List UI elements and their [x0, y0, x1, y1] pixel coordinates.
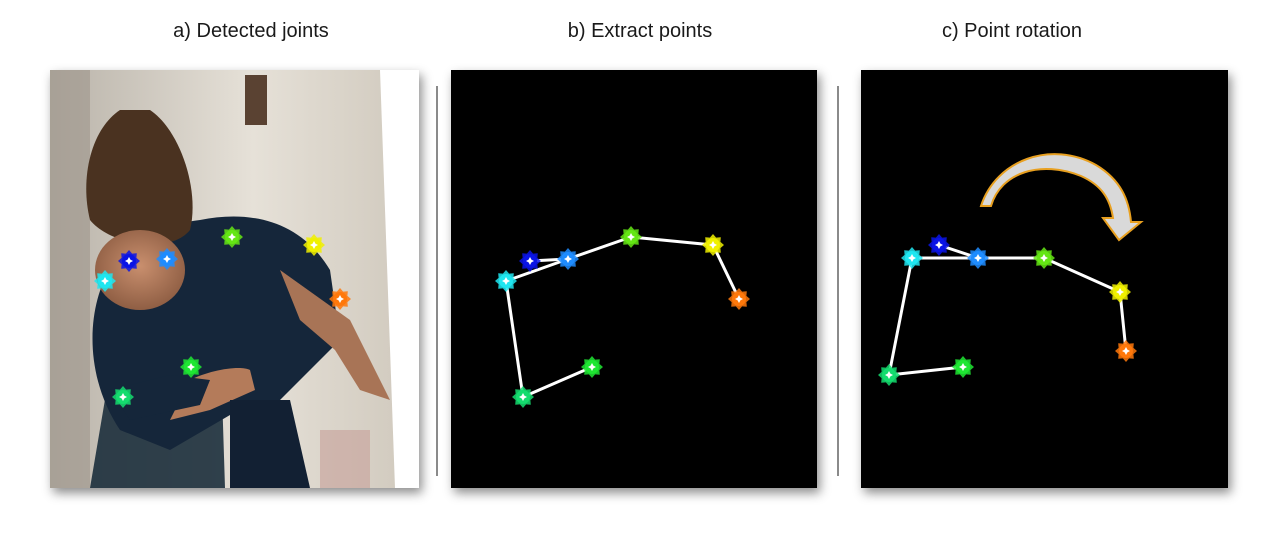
- joint-a-cyan: [94, 270, 116, 292]
- panel-b-title: b) Extract points: [567, 20, 713, 42]
- skeleton-bone-b-2: [566, 235, 633, 261]
- joint-c-orange: [1115, 340, 1137, 362]
- panel-a-title: a) Detected joints: [173, 20, 329, 42]
- joint-c-green: [952, 356, 974, 378]
- skeleton-bone-c-6: [887, 365, 965, 377]
- bright-edge: [380, 70, 419, 488]
- rotation-arrow-icon: [979, 153, 1144, 242]
- joint-c-yellow: [1109, 281, 1131, 303]
- joint-a-yellow: [303, 234, 325, 256]
- joint-b-orange: [728, 288, 750, 310]
- joint-a-green: [180, 356, 202, 378]
- joint-a-orange: [329, 288, 351, 310]
- joint-c-lime: [1033, 247, 1055, 269]
- joint-a-lime: [221, 226, 243, 248]
- skeleton-bone-b-1: [504, 257, 570, 283]
- skeleton-bone-b-6: [521, 365, 594, 399]
- skeleton-bone-b-3: [629, 235, 715, 247]
- joint-a-azure: [156, 248, 178, 270]
- point-rotation-canvas: [878, 153, 1144, 386]
- point-rotation-panel: [861, 70, 1228, 488]
- joint-b-lime: [620, 226, 642, 248]
- detected-joints-panel: [50, 70, 419, 488]
- hair: [86, 110, 193, 245]
- skeleton-bone-b-5: [504, 279, 525, 399]
- skeleton-bone-c-3: [1042, 256, 1122, 294]
- divider-left: [436, 86, 438, 476]
- joint-c-azure: [967, 247, 989, 269]
- skeleton-bone-c-5: [887, 256, 914, 377]
- joint-b-yellow: [702, 234, 724, 256]
- joint-c-blue: [928, 234, 950, 256]
- joint-c-spring: [878, 364, 900, 386]
- skeleton-bone-b-4: [711, 243, 741, 301]
- joint-b-azure: [557, 248, 579, 270]
- joint-c-cyan: [901, 247, 923, 269]
- joint-b-spring: [512, 386, 534, 408]
- wall-hook: [245, 75, 267, 125]
- joint-a-blue: [118, 250, 140, 272]
- panel-c-title: c) Point rotation: [941, 20, 1083, 42]
- face: [95, 230, 185, 310]
- extract-points-panel: [451, 70, 817, 488]
- joint-b-green: [581, 356, 603, 378]
- divider-right: [837, 86, 839, 476]
- joint-b-cyan: [495, 270, 517, 292]
- extract-points-canvas: [495, 226, 750, 408]
- joint-a-spring: [112, 386, 134, 408]
- detected-joints-photo: [50, 70, 419, 488]
- joint-b-blue: [519, 250, 541, 272]
- arm-right: [280, 270, 390, 400]
